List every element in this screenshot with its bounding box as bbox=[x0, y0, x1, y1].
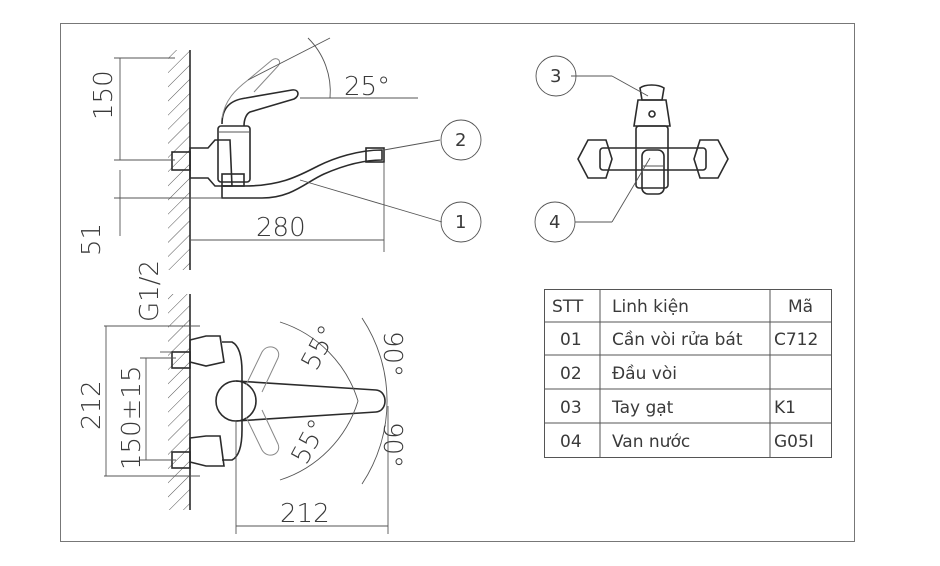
table-cell-stt: 03 bbox=[560, 398, 582, 418]
dim-90deg-lower: 90° bbox=[377, 422, 407, 468]
parts-table: STT Linh kiện Mã 01 Cần vòi rửa bát C712… bbox=[544, 289, 832, 458]
dim-90deg-upper: 90° bbox=[377, 331, 407, 377]
wall-hatch-top bbox=[168, 294, 190, 510]
callout-4: 4 bbox=[549, 212, 560, 233]
wall-hatch-side bbox=[168, 50, 190, 270]
dim-25deg: 25° bbox=[344, 72, 390, 102]
dim-55deg-upper: 55° bbox=[296, 321, 344, 376]
table-cell-code: G05I bbox=[774, 432, 814, 452]
drawing-frame bbox=[60, 23, 855, 542]
callout-labels: 1 2 3 4 bbox=[455, 66, 561, 233]
dim-280: 280 bbox=[256, 213, 306, 243]
table-header-part: Linh kiện bbox=[612, 297, 689, 317]
table-cell-stt: 01 bbox=[560, 330, 582, 350]
dim-55deg-lower: 55° bbox=[286, 415, 334, 470]
table-cell-part: Van nước bbox=[612, 432, 690, 452]
side-view: 150 25° 51 280 bbox=[77, 37, 482, 270]
table-cell-part: Cần vòi rửa bát bbox=[612, 329, 743, 350]
dim-212-horizontal: 212 bbox=[280, 499, 330, 529]
table-cell-part: Đầu vòi bbox=[612, 363, 677, 384]
dim-51: 51 bbox=[77, 223, 107, 256]
dim-150: 150 bbox=[89, 70, 119, 120]
table-cell-stt: 04 bbox=[560, 432, 582, 452]
callout-2: 2 bbox=[455, 130, 466, 151]
table-header-stt: STT bbox=[552, 297, 584, 317]
table-cell-code: K1 bbox=[774, 398, 796, 418]
top-view: G1/2 212 150±15 55° 55° 90° 90° 212 bbox=[77, 260, 407, 534]
callout-1: 1 bbox=[455, 212, 466, 233]
table-cell-code: C712 bbox=[774, 330, 818, 350]
callout-3: 3 bbox=[550, 66, 561, 87]
dim-212-vertical: 212 bbox=[77, 380, 107, 430]
table-header-code: Mã bbox=[788, 297, 813, 317]
dim-g12: G1/2 bbox=[135, 260, 165, 322]
front-view bbox=[534, 55, 729, 243]
table-cell-part: Tay gạt bbox=[611, 398, 674, 418]
table-cell-stt: 02 bbox=[560, 364, 582, 384]
dim-150pm15: 150±15 bbox=[117, 366, 147, 471]
